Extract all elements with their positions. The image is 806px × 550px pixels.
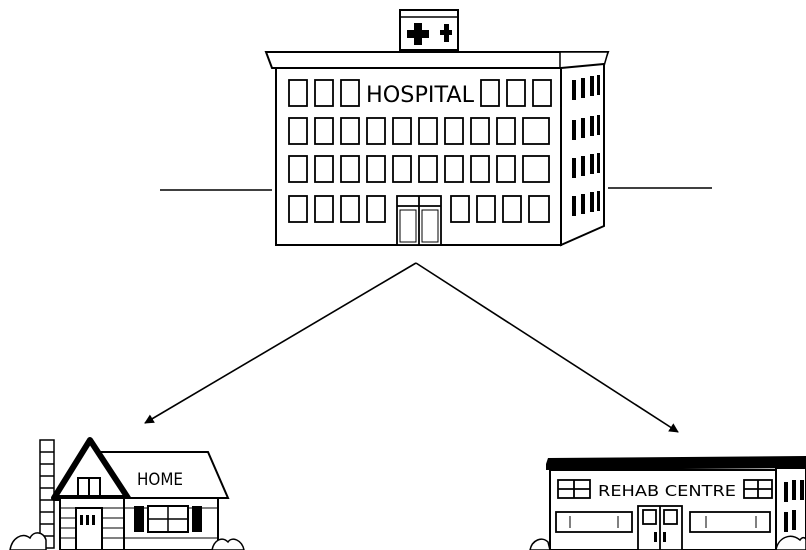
hospital-label: HOSPITAL	[366, 83, 475, 108]
home-label: HOME	[137, 470, 183, 490]
home-chimney	[39, 439, 55, 549]
home-window	[134, 505, 202, 533]
rehab-centre-building: REHAB CENTRE	[529, 456, 806, 550]
hospital-windows	[288, 79, 552, 223]
red-cross-icon	[407, 23, 429, 45]
hospital-entrance-door	[396, 195, 442, 246]
hospital-rooftop-sign	[399, 9, 459, 51]
home-bush-left	[9, 532, 47, 550]
arrow-to-rehab-centre	[415, 262, 679, 433]
hospital-building: HOSPITAL	[264, 9, 610, 247]
rehab-centre-door	[637, 505, 683, 550]
home-building: HOME	[9, 437, 245, 550]
hospital-side-windows	[572, 75, 600, 216]
arrow-to-home	[144, 262, 417, 424]
rehab-centre-label: REHAB CENTRE	[598, 482, 736, 500]
red-cross-icon	[440, 24, 452, 42]
rehab-centre-bush-left	[529, 538, 551, 550]
rehab-centre-windows	[555, 479, 773, 533]
home-bush-right	[211, 538, 245, 550]
home-door	[75, 507, 103, 550]
